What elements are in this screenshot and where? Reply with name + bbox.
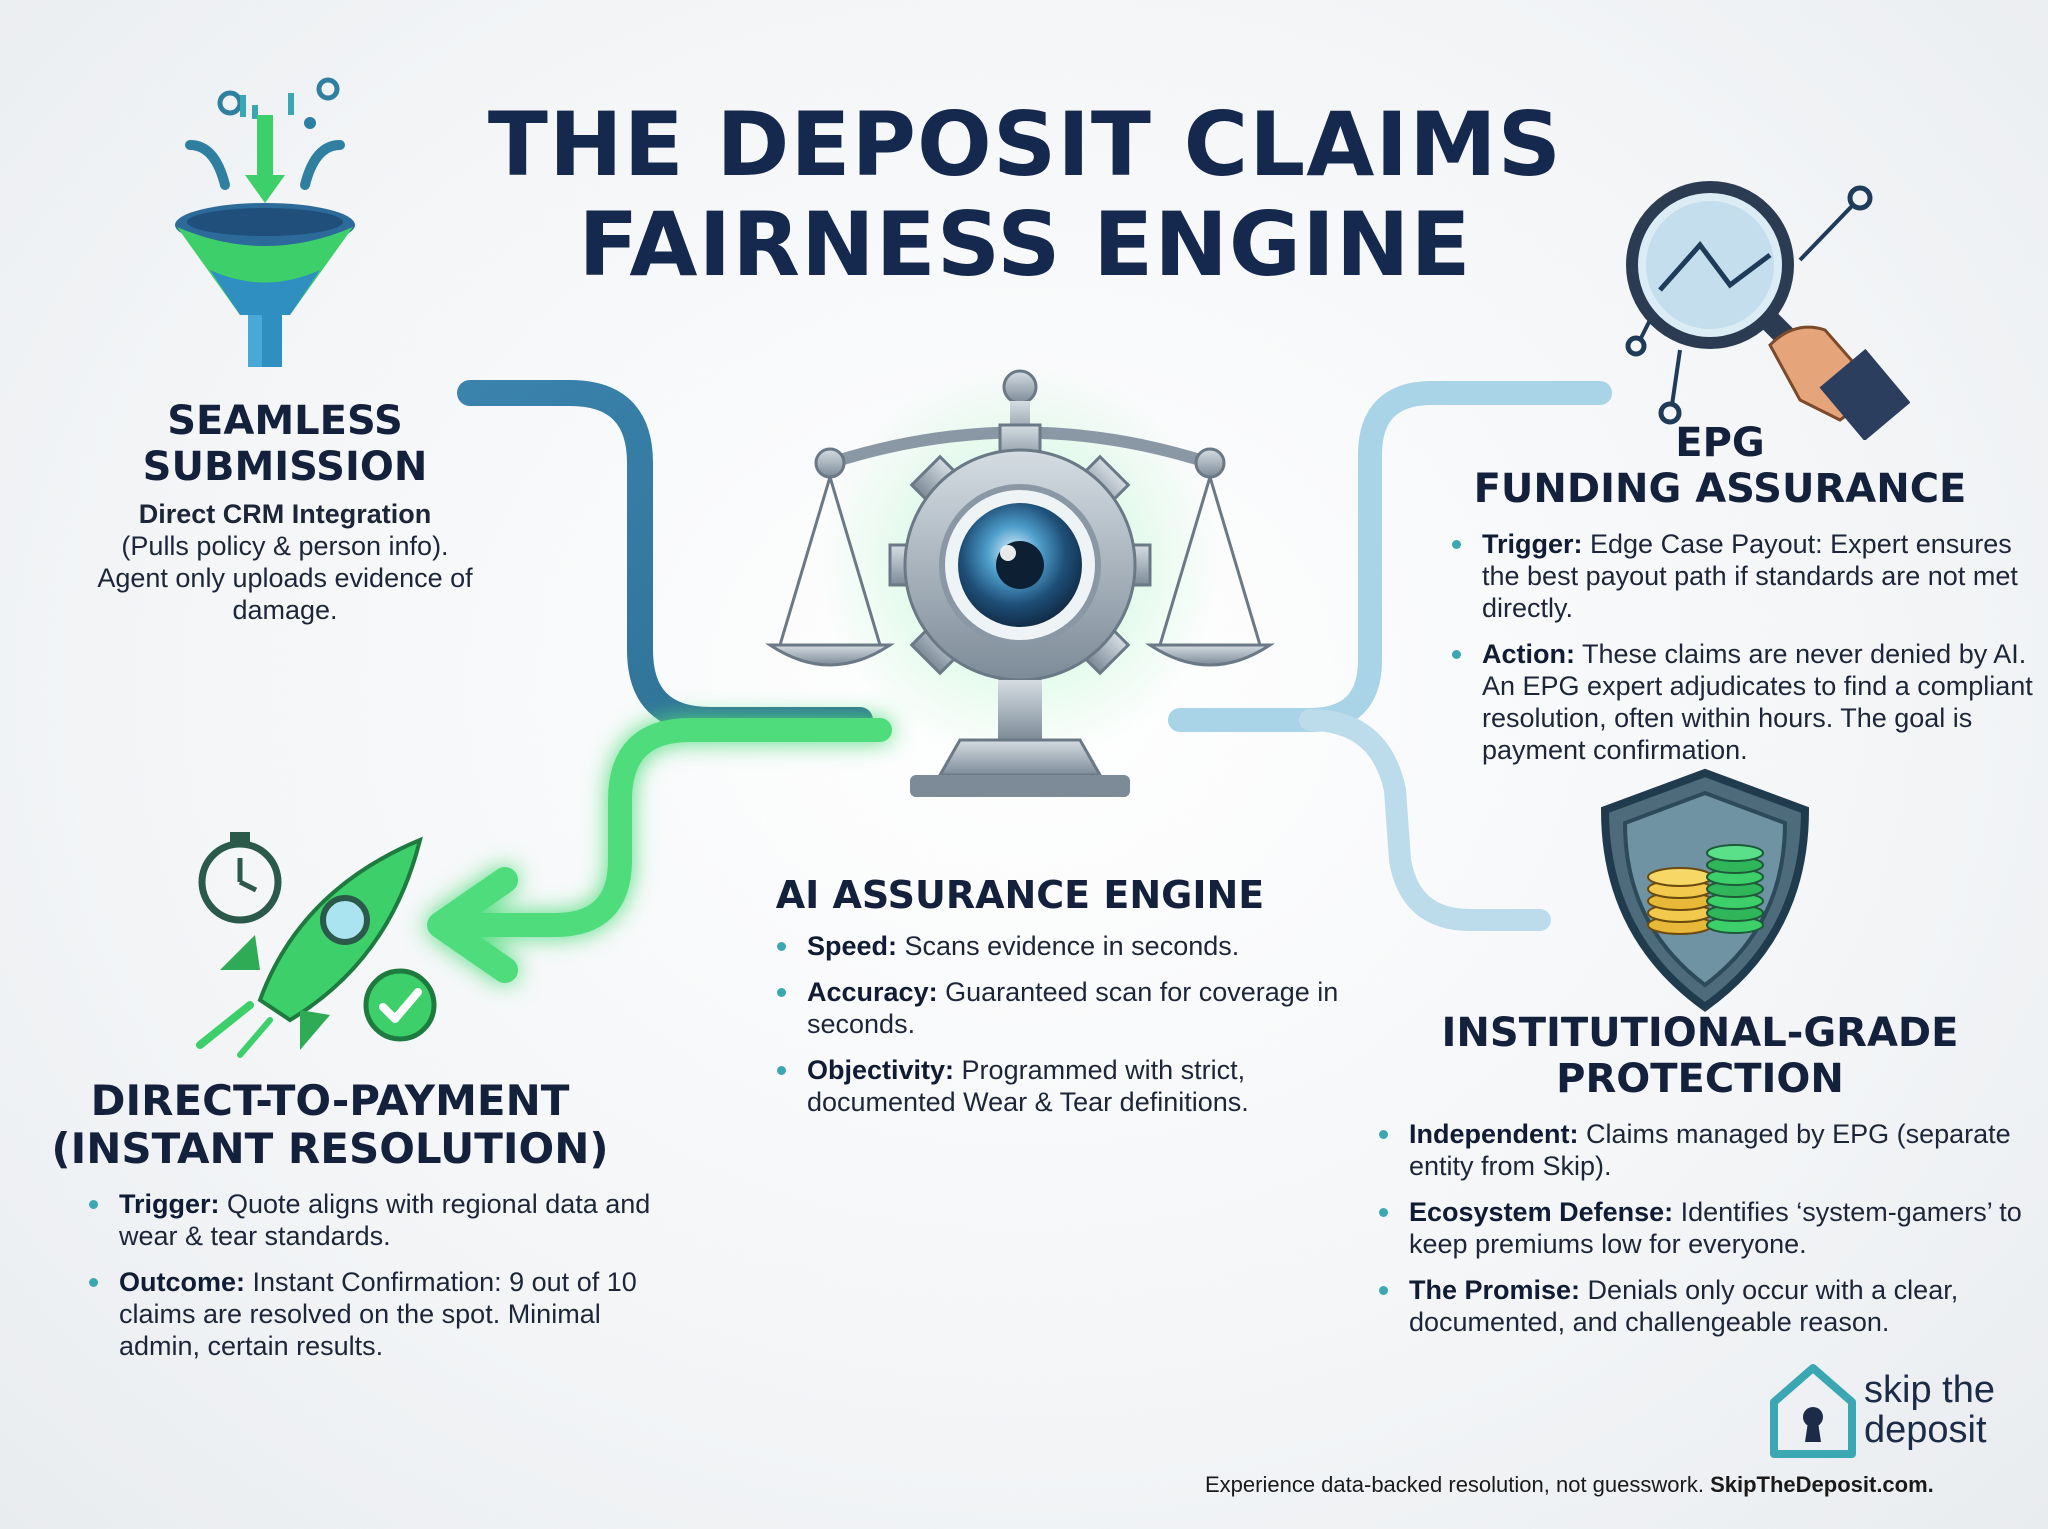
epg-title-line-2: FUNDING ASSURANCE [1473,466,1967,512]
direct-item-text: Quote aligns with regional data and wear… [119,1189,651,1251]
shield-coins-icon [1600,768,1810,1012]
institutional-item-promise: The Promise: Denials only occur with a c… [1379,1274,2048,1338]
engine-item-text: Programmed with strict, documented Wear … [807,1055,1249,1117]
footer-text: Experience data-backed resolution, not g… [1205,1472,1711,1497]
direct-title: DIRECT-TO-PAYMENT (INSTANT RESOLUTION) [50,1077,610,1173]
epg-item-label: Trigger: [1482,529,1583,559]
funnel-icon [175,77,355,367]
direct-title-line-2: (INSTANT RESOLUTION) [51,1124,609,1173]
seamless-body: Direct CRM Integration (Pulls policy & p… [90,498,480,626]
seamless-title: SEAMLESS SUBMISSION [120,398,450,490]
scale-gear-eye-icon [765,365,1275,797]
page-title: THE DEPOSIT CLAIMS FAIRNESS ENGINE [300,95,1750,295]
institutional-item-text: Identifies ‘system-gamers’ to keep premi… [1409,1197,2022,1259]
institutional-title-line-2: PROTECTION [1556,1056,1844,1102]
seamless-text: (Pulls policy & person info). Agent only… [97,531,473,625]
epg-item-label: Action: [1482,639,1575,669]
engine-item-text: Guaranteed scan for coverage in seconds. [807,977,1339,1039]
engine-title: AI ASSURANCE ENGINE [775,873,1265,917]
seamless-title-line-2: SUBMISSION [142,444,428,490]
title-line-1: THE DEPOSIT CLAIMS [487,93,1563,196]
seamless-connector [457,380,873,733]
institutional-list: Independent: Claims managed by EPG (sepa… [1365,1118,2048,1352]
institutional-item-text: Denials only occur with a clear, documen… [1409,1275,1959,1337]
engine-item-accuracy: Accuracy: Guaranteed scan for coverage i… [777,976,1347,1040]
logo-line-2: deposit [1864,1409,1987,1451]
arrow-head-icon [427,867,518,983]
logo-line-1: skip the [1864,1369,1995,1411]
epg-item-text: These claims are never denied by AI. An … [1482,639,2033,765]
direct-title-line-1: DIRECT-TO-PAYMENT [90,1076,570,1125]
epg-item-trigger: Trigger: Edge Case Payout: Expert ensure… [1452,528,2048,624]
direct-list: Trigger: Quote aligns with regional data… [75,1188,689,1376]
direct-item-label: Outcome: [119,1267,246,1297]
epg-title-line-1: EPG [1675,420,1765,466]
engine-list: Speed: Scans evidence in seconds. Accura… [763,930,1347,1132]
institutional-item-label: Ecosystem Defense: [1409,1197,1674,1227]
rocket-stopwatch-check-icon [196,832,437,1058]
seamless-subtitle: Direct CRM Integration [138,499,432,529]
direct-item-outcome: Outcome: Instant Confirmation: 9 out of … [89,1266,689,1362]
logo: skip the deposit [1864,1370,1995,1450]
institutional-item-text: Claims managed by EPG (separate entity f… [1409,1119,2011,1181]
title-line-2: FAIRNESS ENGINE [578,193,1472,296]
house-keyhole-icon [1770,1364,1856,1458]
institutional-title-line-1: INSTITUTIONAL-GRADE [1441,1010,1959,1056]
seamless-title-line-1: SEAMLESS [167,398,403,444]
institutional-item-independent: Independent: Claims managed by EPG (sepa… [1379,1118,2048,1182]
epg-item-text: Edge Case Payout: Expert ensures the bes… [1482,529,2018,623]
engine-item-text: Scans evidence in seconds. [897,931,1240,961]
engine-item-label: Objectivity: [807,1055,955,1085]
engine-item-speed: Speed: Scans evidence in seconds. [777,930,1347,962]
direct-item-trigger: Trigger: Quote aligns with regional data… [89,1188,689,1252]
epg-list: Trigger: Edge Case Payout: Expert ensure… [1438,528,2048,780]
institutional-title: INSTITUTIONAL-GRADE PROTECTION [1410,1010,1990,1102]
institutional-item-label: The Promise: [1409,1275,1581,1305]
footer: Experience data-backed resolution, not g… [1205,1472,1934,1498]
epg-item-action: Action: These claims are never denied by… [1452,638,2048,766]
direct-item-label: Trigger: [119,1189,220,1219]
engine-item-objectivity: Objectivity: Programmed with strict, doc… [777,1054,1347,1118]
magnifier-hand-icon [1625,181,1910,440]
institutional-item-label: Independent: [1409,1119,1579,1149]
institutional-item-ecosystem: Ecosystem Defense: Identifies ‘system-ga… [1379,1196,2048,1260]
engine-item-label: Accuracy: [807,977,938,1007]
direct-item-text: Instant Confirmation: 9 out of 10 claims… [119,1267,637,1361]
epg-title: EPG FUNDING ASSURANCE [1440,420,2000,512]
footer-link[interactable]: SkipTheDeposit.com. [1710,1472,1934,1497]
protection-connector [1299,709,1551,931]
engine-item-label: Speed: [807,931,898,961]
direct-payment-connector [458,718,892,937]
